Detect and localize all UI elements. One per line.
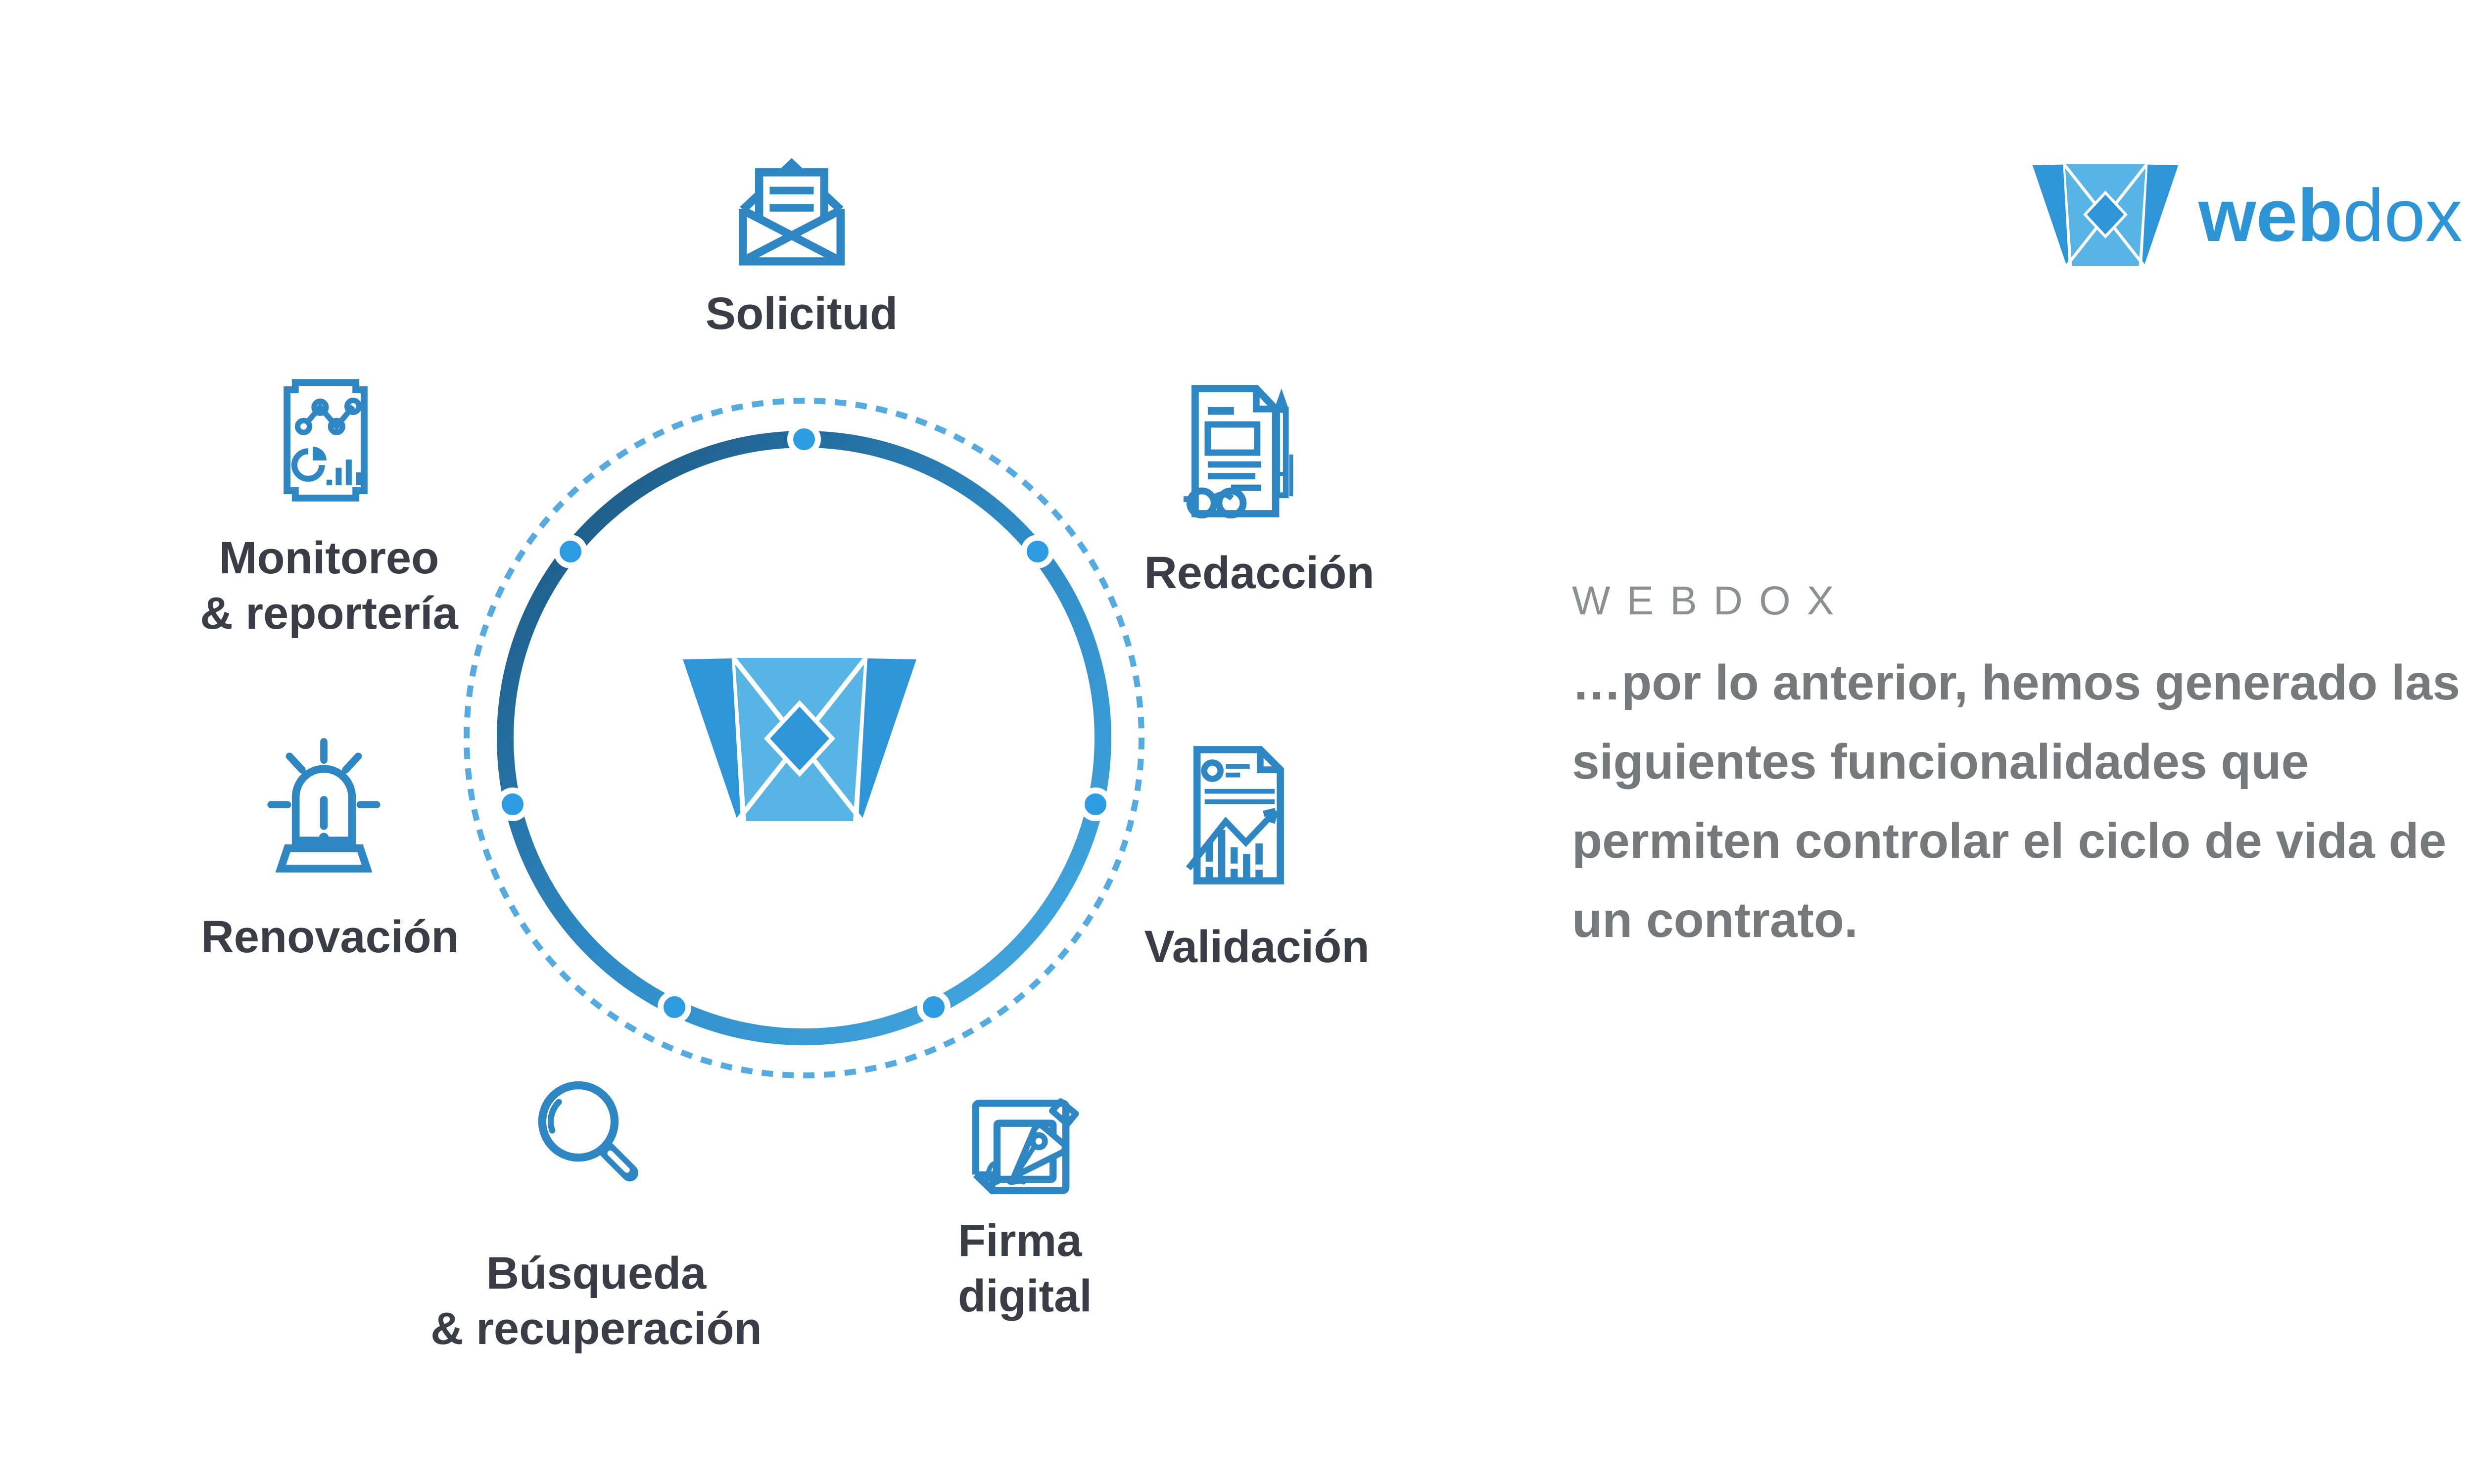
- node-dot: [496, 788, 529, 821]
- dotted-outer-circle: [464, 398, 1144, 1078]
- node-label-monitoreo: Monitoreo & reportería: [200, 533, 458, 639]
- webdox-w-monogram: [681, 658, 918, 821]
- node-label-solicitud: Solicitud: [705, 288, 898, 339]
- node-dot: [917, 990, 951, 1024]
- paragraph-line: …por lo anterior, hemos generado las: [1572, 655, 2460, 710]
- webdox-logo-icon: [2031, 164, 2180, 266]
- siren-alert-icon: [267, 738, 381, 873]
- webdox-logo: webdox: [2031, 164, 2463, 266]
- node-label-firma: Firma digital: [958, 1215, 1092, 1321]
- document-chart-icon: [1186, 746, 1284, 884]
- magnifier-icon: [538, 1081, 639, 1182]
- node-label-redaccion: Redacción: [1144, 548, 1375, 598]
- paragraph-line: siguientes funcionalidades que: [1572, 734, 2309, 789]
- node-dot: [1021, 535, 1054, 568]
- wordmark-dox: dox: [2342, 174, 2463, 257]
- paragraph-line: permiten controlar el ciclo de vida de: [1572, 813, 2447, 869]
- wordmark-web: web: [2198, 174, 2343, 257]
- ring-node-dots: [496, 422, 1112, 1024]
- node-dot: [787, 422, 821, 456]
- open-envelope-icon: [739, 158, 845, 266]
- node-dot: [658, 990, 691, 1024]
- signature-pen-icon: [972, 1098, 1079, 1195]
- node-label-validacion: Validación: [1144, 922, 1370, 972]
- report-scroll-icon: [284, 379, 368, 502]
- node-label-busqueda: Búsqueda & recuperación: [430, 1248, 762, 1354]
- node-dot: [1079, 788, 1112, 821]
- node-label-renovacion: Renovación: [201, 912, 459, 962]
- intro-paragraph: …por lo anterior, hemos generado las sig…: [1572, 643, 2460, 960]
- paragraph-line: un contrato.: [1572, 892, 1858, 948]
- document-pen-glasses-icon: [1183, 385, 1293, 519]
- node-dot: [554, 535, 587, 568]
- kicker-webdox: WEBDOX: [1572, 578, 1851, 623]
- webdox-wordmark: webdox: [2198, 178, 2463, 252]
- lifecycle-ring: [464, 398, 1144, 1078]
